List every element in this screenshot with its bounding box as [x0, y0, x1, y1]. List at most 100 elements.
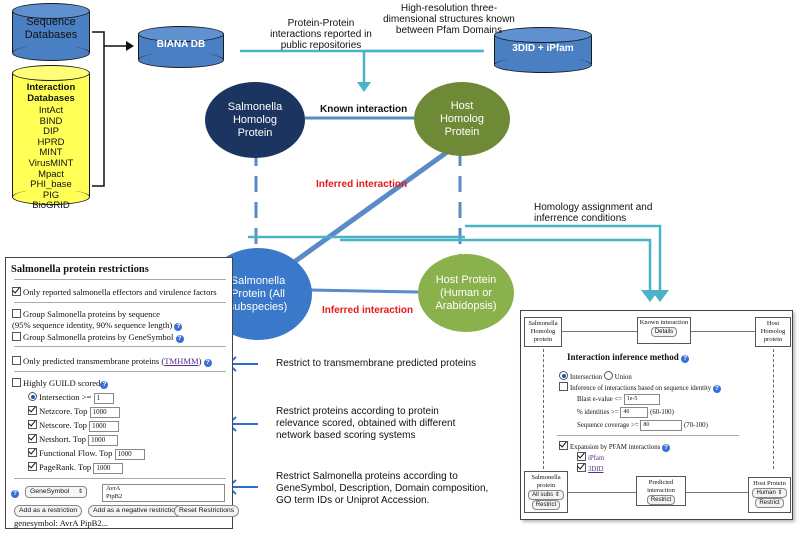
inference-seq-checkbox[interactable]: [559, 382, 568, 391]
host-protein-label: Host Protein (Human or Arabidopsis): [435, 273, 497, 312]
union-option: Union: [614, 374, 632, 381]
pagerank-input[interactable]: 1000: [93, 462, 124, 474]
restriction-textarea[interactable]: AvrA PipB2: [102, 484, 225, 502]
intersection-radio[interactable]: [559, 371, 568, 380]
inferred-interaction-label-1: Inferred interaction: [316, 179, 408, 190]
interaction-db-item: PIG: [42, 189, 60, 201]
only-reported-row[interactable]: Only reported salmonella effectors and v…: [12, 287, 217, 297]
inferred-diagonal-edge: [288, 147, 452, 268]
inferred-interaction-label-2: Inferred interaction: [322, 305, 414, 316]
all-subs-value: All subs: [532, 492, 554, 498]
netzcore-input[interactable]: 1000: [89, 406, 120, 418]
help-icon[interactable]: ?: [100, 381, 109, 389]
help-icon[interactable]: ?: [712, 385, 721, 393]
did-ipfam-cylinder: 3DID + iPfam: [493, 27, 592, 73]
coverage-input[interactable]: 80: [640, 420, 683, 431]
genesymbol-select-value: GeneSymbol: [30, 488, 70, 495]
only-reported-checkbox[interactable]: [12, 287, 21, 296]
textarea-line-1: AvrA: [106, 485, 121, 492]
pagerank-row[interactable]: PageRank. Top 1000: [28, 462, 124, 474]
genesymbol-select[interactable]: GeneSymbol⇕: [25, 486, 87, 498]
restrict-button-predicted[interactable]: Restrict: [646, 495, 676, 505]
help-icon[interactable]: ?: [175, 335, 184, 343]
host-homolog-box: Host Homolog protein: [755, 317, 791, 347]
homology-arrow: [248, 224, 662, 298]
known-interaction-label: Known interaction: [320, 104, 408, 115]
coverage-row: Sequence coverage >= 80 (70-100): [577, 420, 708, 431]
help-icon[interactable]: ?: [203, 359, 212, 367]
functional-flow-row[interactable]: Functional Flow. Top 1000: [28, 448, 145, 460]
netscore-input[interactable]: 1000: [89, 420, 120, 432]
all-subs-select[interactable]: All subs ⇕: [528, 490, 564, 500]
panel-title: Salmonella protein restrictions: [11, 264, 149, 275]
coverage-label: Sequence coverage >=: [577, 422, 639, 430]
netscore-checkbox[interactable]: [28, 420, 37, 429]
add-restriction-button[interactable]: Add as a restriction: [14, 505, 83, 517]
intersection-input[interactable]: 1: [93, 392, 114, 404]
salmonella-protein-label: Salmonella Protein (All subspecies): [228, 274, 288, 313]
ipfam-checkbox[interactable]: [577, 452, 586, 461]
help-icon[interactable]: ?: [662, 444, 671, 452]
netshort-row[interactable]: Netshort. Top 1000: [28, 434, 119, 446]
group-sequence-checkbox[interactable]: [12, 309, 21, 318]
intersection-radio[interactable]: [28, 392, 37, 401]
netshort-input[interactable]: 1000: [88, 434, 119, 446]
restrict-button-host[interactable]: Restrict: [755, 498, 784, 508]
transmembrane-checkbox[interactable]: [12, 356, 21, 365]
threedid-row[interactable]: 3DID: [577, 463, 603, 473]
host-homolog-label: Host Homolog Protein: [439, 99, 485, 138]
ipfam-link[interactable]: iPfam: [588, 455, 605, 462]
transmembrane-label: Only predicted transmembrane proteins (: [23, 356, 165, 366]
restrict-button-salmonella[interactable]: Restrict: [531, 500, 561, 510]
tmhmm-link[interactable]: TMHMM: [164, 356, 199, 366]
inference-seq-row[interactable]: Inference of interactions based on seque…: [559, 382, 721, 393]
intersection-row[interactable]: Intersection >= 1: [28, 392, 114, 404]
host-protein-box: Host Protein Human ⇕ Restrict: [748, 477, 791, 513]
highly-guild-checkbox[interactable]: [12, 378, 21, 387]
interaction-db-item: PHI_base: [30, 179, 72, 191]
group-genesymbol-checkbox[interactable]: [12, 332, 21, 341]
blast-input[interactable]: 1e-5: [623, 394, 660, 405]
transmembrane-row[interactable]: Only predicted transmembrane proteins (T…: [12, 356, 212, 367]
hires-note: High-resolution three-dimensional struct…: [383, 3, 515, 36]
help-icon-restrict[interactable]: ?: [11, 487, 19, 498]
details-button[interactable]: Details: [650, 327, 678, 337]
threedid-link[interactable]: 3DID: [588, 466, 604, 473]
netscore-row[interactable]: Netscore. Top 1000: [28, 420, 120, 432]
group-genesymbol-row[interactable]: Group Salmonella proteins by GeneSymbol …: [12, 332, 184, 343]
identities-row: % identities >= 40 (60-100): [577, 407, 674, 418]
transmembrane-label-suffix: ): [198, 356, 202, 366]
blast-label: Blast e-value <=: [577, 396, 623, 404]
reset-restrictions-button[interactable]: Reset Restrictions: [174, 505, 240, 517]
salmonella-protein-box-label: Salmonella protein: [531, 474, 561, 489]
salmonella-homolog-label: Salmonella Homolog Protein: [227, 100, 283, 139]
union-radio[interactable]: [603, 371, 613, 380]
identities-input[interactable]: 40: [620, 407, 649, 418]
add-negative-restriction-button[interactable]: Add as a negative restriction: [88, 505, 184, 517]
netzcore-row[interactable]: Netzcore. Top 1000: [28, 406, 120, 418]
functional-flow-checkbox[interactable]: [28, 448, 37, 457]
netshort-checkbox[interactable]: [28, 434, 37, 443]
pagerank-checkbox[interactable]: [28, 462, 37, 471]
help-icon[interactable]: ?: [11, 490, 19, 498]
intersection-union-row[interactable]: Intersection Union: [559, 371, 632, 381]
genesymbol-restriction-line: genesymbol: AvrA PipB2...: [14, 518, 109, 528]
expansion-pfam-label: Expansion by PFAM interactions: [570, 444, 661, 451]
help-icon[interactable]: ?: [681, 355, 690, 363]
group-sequence-row[interactable]: Group Salmonella proteins by sequence: [12, 309, 160, 319]
threedid-checkbox[interactable]: [577, 463, 586, 472]
group-sequence-label: Group Salmonella proteins by sequence: [23, 309, 160, 319]
intersection-option: Intersection: [570, 374, 603, 381]
textarea-line-2: PipB2: [106, 492, 123, 500]
functional-flow-input[interactable]: 1000: [114, 448, 145, 460]
netzcore-checkbox[interactable]: [28, 406, 37, 415]
expansion-pfam-checkbox[interactable]: [559, 441, 568, 450]
help-icon[interactable]: ?: [174, 323, 183, 331]
salmonella-restrictions-panel: Salmonella protein restrictions Only rep…: [5, 257, 240, 529]
human-select[interactable]: Human ⇕: [752, 488, 787, 498]
ppi-note: Protein-Protein interactions reported in…: [270, 18, 372, 51]
highly-guild-row[interactable]: Highly GUILD scored?: [12, 378, 109, 389]
expansion-pfam-row[interactable]: Expansion by PFAM interactions ?: [559, 441, 671, 452]
